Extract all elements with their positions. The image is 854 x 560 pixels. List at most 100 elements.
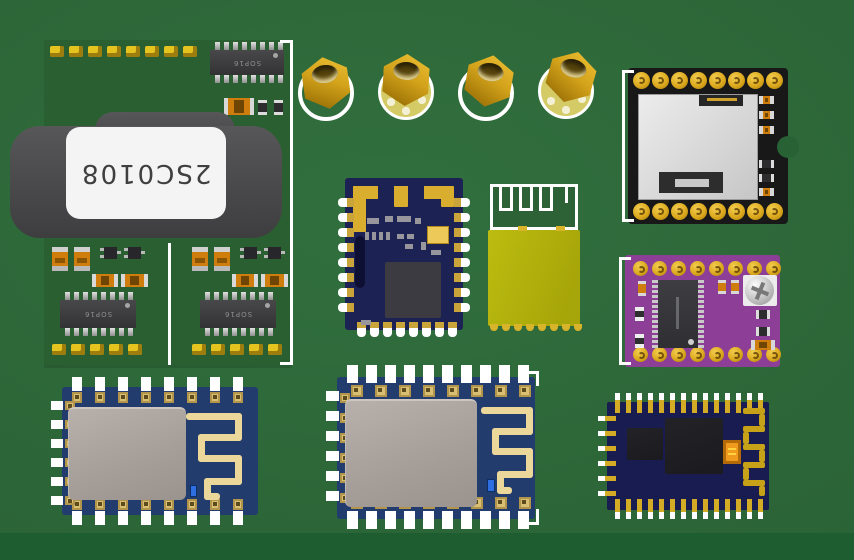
- castellated-pad: [164, 511, 174, 525]
- antenna-trace: [353, 186, 366, 232]
- gold-pad: [95, 392, 105, 403]
- smd-component: [415, 218, 421, 224]
- antenna-trace: [235, 455, 242, 485]
- gold-pad: [495, 497, 507, 509]
- pin: [747, 499, 752, 519]
- antenna-trace: [743, 468, 749, 480]
- pin-row-bottom: [615, 499, 763, 519]
- smd-component: [421, 242, 426, 250]
- standoff-2: [376, 62, 436, 122]
- esp-yellow-module: [488, 226, 582, 331]
- castellated-pad: [442, 511, 453, 529]
- pin: [725, 499, 730, 519]
- sdcard-board: [622, 68, 799, 224]
- castellated-pad: [396, 322, 405, 337]
- crystal-oscillator: [723, 440, 741, 464]
- castellation-row-top: [72, 377, 243, 391]
- capacitor: [52, 247, 68, 271]
- castellated-pad: [141, 511, 151, 525]
- solder-pad: [268, 344, 282, 355]
- castellated-pad: [357, 322, 366, 337]
- pin: [615, 499, 620, 519]
- pin: [736, 499, 741, 519]
- soic-chip: SOP16: [200, 292, 276, 336]
- pin: [648, 393, 653, 413]
- chip-marking-smudge: [676, 297, 679, 329]
- antenna-trace: [759, 414, 765, 426]
- chip-pins: [205, 328, 276, 336]
- castellated-pad: [366, 365, 377, 383]
- amplifier-board: SOP16 2SC0108 SOP16: [10, 40, 293, 365]
- gold-pad: [652, 203, 669, 220]
- inductor: [355, 236, 365, 288]
- castellated-pad: [187, 511, 197, 525]
- gold-pad: [690, 72, 707, 89]
- gold-pad: [351, 385, 363, 397]
- castellated-pad: [326, 411, 339, 421]
- floor-band: [0, 533, 854, 560]
- solder-pad-row: [192, 344, 282, 355]
- smd-component: [405, 244, 413, 249]
- antenna-trace: [198, 455, 242, 462]
- castellated-pad: [326, 431, 339, 441]
- castellated-pad: [383, 322, 392, 337]
- castellated-pad: [454, 288, 470, 297]
- castellated-pad: [480, 511, 491, 529]
- gold-pad: [709, 261, 724, 276]
- castellated-pad: [435, 322, 444, 337]
- smd-resistor: [121, 274, 148, 287]
- smd-resistor: [759, 126, 774, 134]
- secondary-chip: [627, 428, 663, 460]
- slot-contact: [707, 98, 737, 101]
- castellated-pad: [518, 365, 529, 383]
- antenna-trace: [526, 407, 533, 435]
- pin: [670, 499, 675, 519]
- solder-pad: [164, 46, 178, 57]
- antenna-trace: [499, 187, 502, 211]
- gold-pad: [118, 392, 128, 403]
- gold-pad: [141, 392, 151, 403]
- stepper-driver-board: [619, 255, 781, 367]
- led: [487, 479, 495, 492]
- solder-pad: [52, 344, 66, 355]
- antenna-trace: [497, 471, 533, 478]
- solder-pad: [192, 344, 206, 355]
- antenna-trace: [492, 448, 533, 455]
- gold-pad: [423, 385, 435, 397]
- castellated-pad: [72, 511, 82, 525]
- smd-component: [759, 174, 774, 182]
- pin: [736, 393, 741, 413]
- castellated-pad: [51, 420, 63, 429]
- antenna-trace: [743, 426, 765, 432]
- castellation-column-left: [338, 198, 354, 312]
- outline-corner: [536, 371, 539, 386]
- antenna-trace: [526, 448, 533, 478]
- gold-pad: [747, 72, 764, 89]
- smd-resistor: [718, 280, 726, 294]
- gold-pad: [671, 261, 686, 276]
- castellated-pad: [404, 365, 415, 383]
- castellated-pad: [454, 213, 470, 222]
- antenna-trace: [481, 407, 533, 414]
- board-outline-tick: [622, 70, 634, 73]
- smd-component: [367, 218, 379, 224]
- board-outline-tick: [619, 362, 631, 365]
- gold-pad-row-top: [72, 392, 243, 403]
- standoff-3: [456, 63, 516, 123]
- castellation-row-bottom: [72, 511, 243, 525]
- smd-resistor: [232, 274, 258, 287]
- gold-pad: [652, 72, 669, 89]
- castellation-column-left: [51, 401, 63, 505]
- solder-pad: [88, 46, 102, 57]
- antenna-trace: [759, 450, 765, 462]
- antenna-trace: [743, 480, 765, 486]
- solder-pad: [230, 344, 244, 355]
- capacitor: [74, 247, 90, 271]
- solder-pad: [128, 344, 142, 355]
- solder-pad: [69, 46, 83, 57]
- gold-pad: [447, 385, 459, 397]
- esp-antenna-area: [490, 184, 578, 230]
- gold-pad: [690, 203, 707, 220]
- nut-hole: [393, 61, 420, 80]
- castellated-pad: [95, 511, 105, 525]
